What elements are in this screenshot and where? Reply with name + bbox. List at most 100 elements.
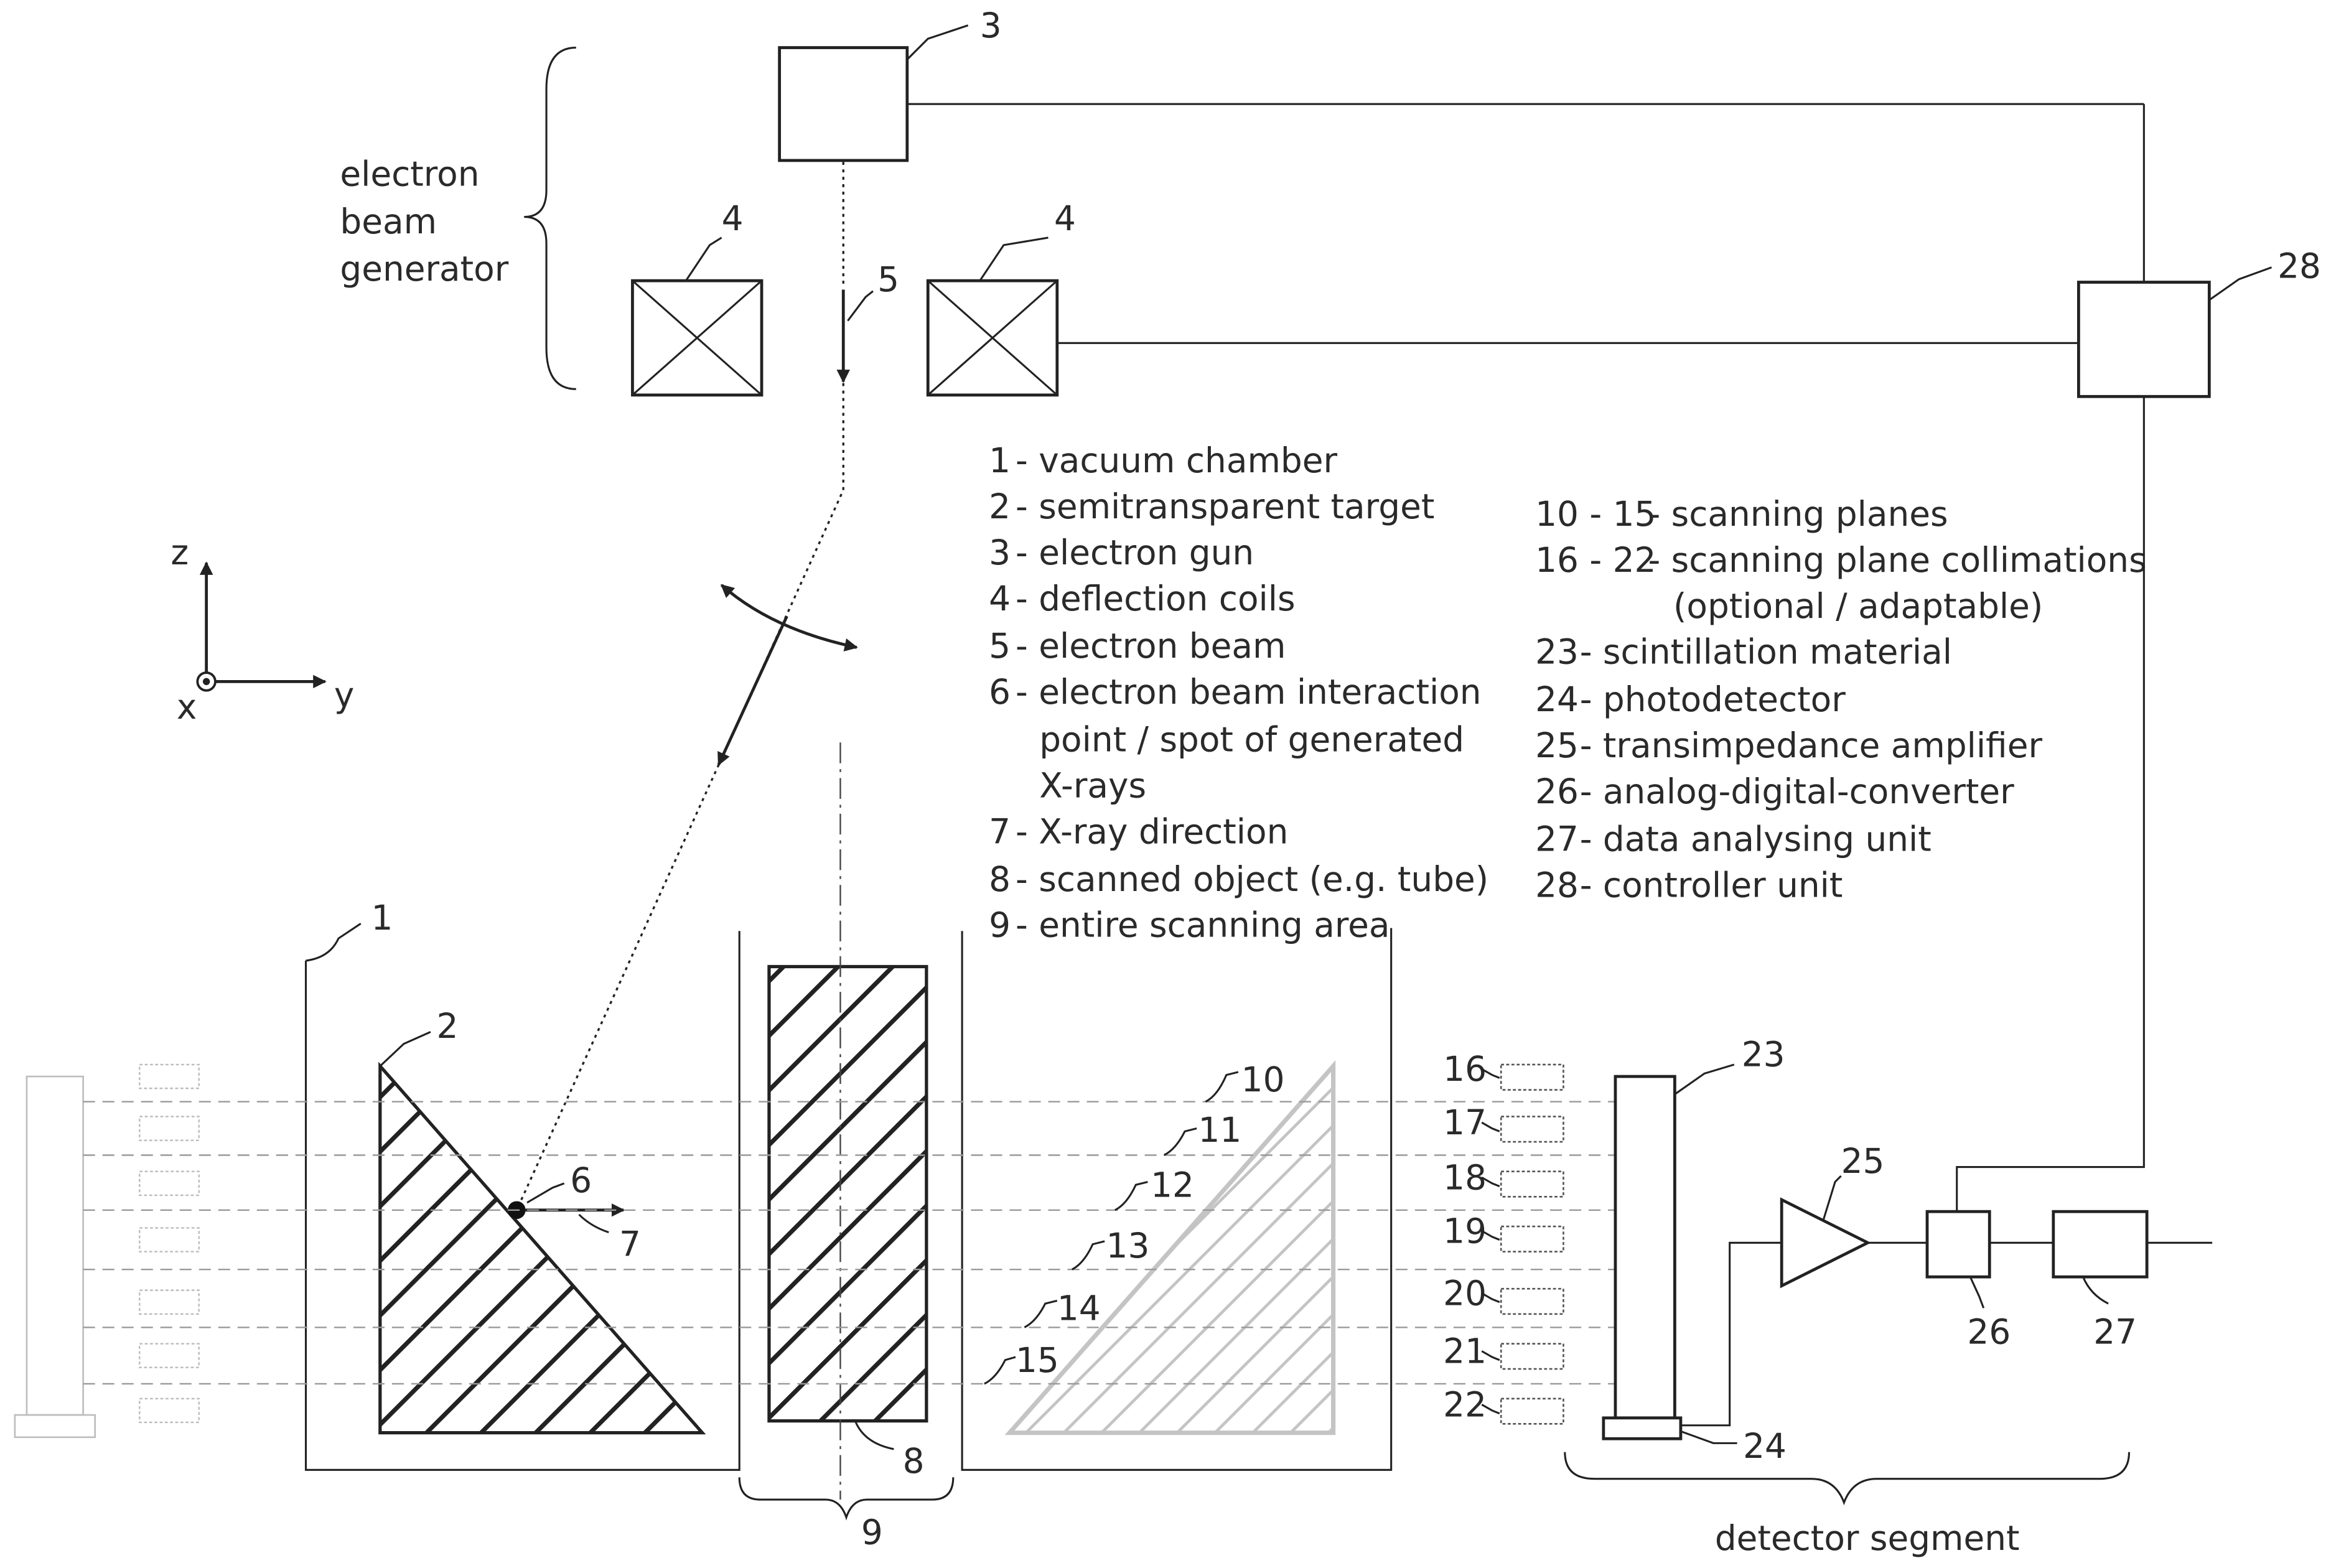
scanning-plane-collimations: 16 17 18 19 20 21 22 — [1443, 1049, 1564, 1425]
electron-gun-box — [778, 46, 909, 162]
legend-left-num-6: 6 — [989, 672, 1011, 712]
axis-z-label: z — [171, 533, 189, 572]
legend-left-num-8: 8 — [989, 859, 1011, 899]
legend-right-text-2: - scanning plane collimations — [1648, 540, 2146, 580]
legend-left-text-7: - X-ray direction — [1016, 811, 1288, 851]
legend-left-num-4: 4 — [989, 579, 1011, 618]
callout-8: 8 — [903, 1441, 925, 1481]
legend-left-num-1: 1 — [989, 441, 1011, 480]
axis-y-label: y — [334, 675, 354, 715]
legend-left-text-3: - electron gun — [1016, 533, 1254, 572]
callout-2: 2 — [436, 1006, 458, 1046]
legend-left-num-3: 3 — [989, 533, 1011, 572]
deflection-coil-right — [926, 279, 1059, 397]
callout-10: 10 — [1241, 1060, 1285, 1099]
legend-right: 10 - 15 - scanning planes 16 - 22 - scan… — [1535, 494, 2147, 905]
semitransparent-target: 2 6 7 — [378, 1006, 706, 1435]
scanning-planes: 10 11 12 13 14 15 — [83, 1060, 1622, 1385]
transimpedance-amplifier — [1780, 1197, 1871, 1289]
legend-right-num-7: 27 — [1535, 819, 1579, 859]
scanning-area-brace — [738, 1477, 955, 1521]
sweep-arc-arrow — [720, 584, 858, 652]
legend-right-text-5: - transimpedance amplifier — [1580, 726, 2043, 765]
legend-right-text-4: - photodetector — [1580, 679, 1846, 719]
legend-right-num-5: 25 — [1535, 726, 1579, 765]
legend-right-num-4: 24 — [1535, 679, 1579, 719]
callout-21: 21 — [1443, 1332, 1487, 1371]
vacuum-chamber: 1 — [304, 898, 1393, 1471]
callout-20: 20 — [1443, 1273, 1487, 1313]
deflection-coil-left — [631, 279, 764, 397]
callout-7: 7 — [619, 1225, 641, 1264]
controller-wiring: 28 — [907, 103, 2321, 1212]
callout-6: 6 — [570, 1160, 592, 1200]
legend-left-text-8: - scanned object (e.g. tube) — [1016, 859, 1488, 899]
generator-brace — [524, 46, 576, 390]
detector-segment-label: detector segment — [1715, 1518, 2020, 1558]
callout-26: 26 — [1967, 1312, 2011, 1352]
callout-22: 22 — [1443, 1384, 1487, 1424]
legend-left-num-2: 2 — [989, 487, 1011, 526]
callout-4-right: 4 — [1054, 198, 1076, 238]
legend-right-num-2: 16 - 22 — [1535, 540, 1656, 580]
callout-3: 3 — [980, 6, 1002, 45]
callout-11: 11 — [1198, 1110, 1241, 1150]
callout-16: 16 — [1443, 1049, 1487, 1089]
callout-1: 1 — [371, 898, 393, 938]
axis-x-label: x — [177, 687, 197, 727]
detector-segment: 23 24 25 26 27 detector segment — [1564, 1034, 2213, 1558]
legend-left-text-9: - entire scanning area — [1016, 905, 1390, 945]
deflected-beam-path — [515, 383, 844, 1211]
legend-right-text-6: - analog-digital-converter — [1580, 772, 2014, 811]
scintillation-material — [1614, 1075, 1676, 1420]
callout-28: 28 — [2277, 246, 2321, 286]
generator-label-line-2: beam — [340, 202, 437, 241]
legend-left-text-6: - electron beam interaction — [1016, 672, 1482, 712]
legend-left-text-6b: point / spot of generated — [1039, 720, 1464, 760]
legend-left-num-9: 9 — [989, 905, 1011, 945]
legend-left-text-4: - deflection coils — [1016, 579, 1296, 618]
callout-4-left: 4 — [722, 198, 744, 238]
legend-right-text-3: - scintillation material — [1580, 632, 1952, 672]
legend-right-text-2b: (optional / adaptable) — [1673, 586, 2043, 626]
legend-right-text-1: - scanning planes — [1648, 494, 1948, 534]
electron-gun-leader — [906, 24, 969, 60]
callout-14: 14 — [1057, 1288, 1101, 1328]
controller-unit-box — [2076, 281, 2211, 398]
legend-left-num-7: 7 — [989, 811, 1011, 851]
legend-left-num-5: 5 — [989, 626, 1011, 666]
detector-segment-brace — [1564, 1452, 2131, 1506]
legend-left-text-2: - semitransparent target — [1016, 487, 1434, 526]
callout-23: 23 — [1742, 1034, 1785, 1074]
callout-12: 12 — [1151, 1165, 1194, 1205]
callout-15: 15 — [1016, 1340, 1059, 1380]
legend-right-num-8: 28 — [1535, 865, 1579, 905]
callout-24: 24 — [1743, 1426, 1787, 1466]
legend-right-text-7: - data analysing unit — [1580, 819, 1932, 859]
callout-27: 27 — [2093, 1312, 2137, 1352]
legend-right-text-8: - controller unit — [1580, 865, 1843, 905]
callout-18: 18 — [1443, 1157, 1487, 1197]
mirrored-detector-ghost — [14, 1063, 200, 1439]
analog-digital-converter — [1925, 1210, 1991, 1279]
callout-5: 5 — [877, 259, 899, 299]
coordinate-axes: z y x — [171, 533, 354, 727]
callout-9: 9 — [861, 1513, 883, 1552]
callout-17: 17 — [1443, 1103, 1487, 1142]
electron-beam-generator: electron beam generator 3 4 4 5 — [340, 6, 1076, 1211]
legend-right-num-1: 10 - 15 — [1535, 494, 1656, 534]
generator-label-line-3: generator — [340, 249, 508, 289]
data-analysing-unit — [2052, 1210, 2149, 1279]
generator-label-line-1: electron — [340, 154, 479, 194]
sweep-line-arrow — [717, 615, 788, 766]
scanned-object: 8 9 — [738, 742, 955, 1552]
callout-13: 13 — [1106, 1226, 1150, 1266]
legend-right-num-6: 26 — [1535, 772, 1579, 811]
callout-19: 19 — [1443, 1211, 1487, 1251]
legend-left-text-6c: X-rays — [1039, 765, 1146, 805]
callout-25: 25 — [1841, 1141, 1885, 1181]
legend-left-text-5: - electron beam — [1016, 626, 1286, 666]
legend-left-text-1: - vacuum chamber — [1016, 441, 1337, 480]
ghost-target — [1004, 1060, 1336, 1435]
